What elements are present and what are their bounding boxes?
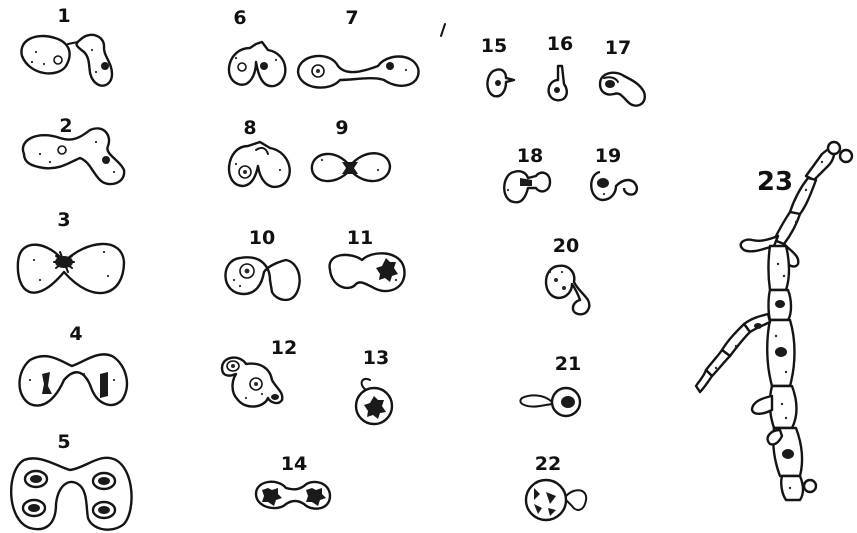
- stage-10: 10: [225, 227, 299, 300]
- stage-6: 6: [229, 7, 285, 86]
- stage-19: 19: [591, 145, 637, 200]
- label-14: 14: [281, 453, 307, 475]
- label-5: 5: [57, 431, 70, 453]
- stage-16: 16: [547, 33, 573, 100]
- stage-15: 15: [481, 35, 514, 96]
- label-23: 23: [757, 167, 793, 197]
- label-11: 11: [347, 227, 373, 249]
- stage-17: 17: [600, 37, 645, 106]
- stage-9: 9: [312, 117, 390, 181]
- stage-2: 2: [23, 115, 124, 184]
- stage-23: 23: [696, 142, 852, 500]
- label-8: 8: [243, 117, 256, 139]
- stage-5: 5: [11, 431, 131, 530]
- label-13: 13: [363, 347, 389, 369]
- stage-12: 12: [222, 337, 297, 407]
- label-9: 9: [335, 117, 348, 139]
- stage-13: 13: [356, 347, 392, 424]
- stage-18: 18: [504, 145, 550, 202]
- stage-7: 7: [298, 7, 419, 88]
- label-6: 6: [233, 7, 246, 29]
- label-12: 12: [271, 337, 297, 359]
- stage-3: 3: [18, 209, 124, 293]
- label-15: 15: [481, 35, 507, 57]
- label-21: 21: [555, 353, 581, 375]
- stage-14: 14: [256, 453, 330, 509]
- label-22: 22: [535, 453, 561, 475]
- stage-20: 20: [546, 235, 589, 314]
- label-16: 16: [547, 33, 573, 55]
- label-17: 17: [605, 37, 631, 59]
- label-3: 3: [57, 209, 70, 231]
- stray-mark: [441, 24, 445, 36]
- label-20: 20: [553, 235, 579, 257]
- label-7: 7: [345, 7, 358, 29]
- stage-11: 11: [330, 227, 405, 291]
- label-4: 4: [69, 323, 82, 345]
- stipple-texture: [29, 49, 605, 399]
- stage-1: 1: [21, 5, 112, 86]
- label-19: 19: [595, 145, 621, 167]
- label-10: 10: [249, 227, 275, 249]
- stage-4: 4: [20, 323, 127, 406]
- stage-21: 21: [520, 353, 581, 416]
- label-2: 2: [59, 115, 72, 137]
- stage-22: 22: [526, 453, 586, 520]
- label-1: 1: [57, 5, 70, 27]
- label-18: 18: [517, 145, 543, 167]
- stage-8: 8: [229, 117, 290, 187]
